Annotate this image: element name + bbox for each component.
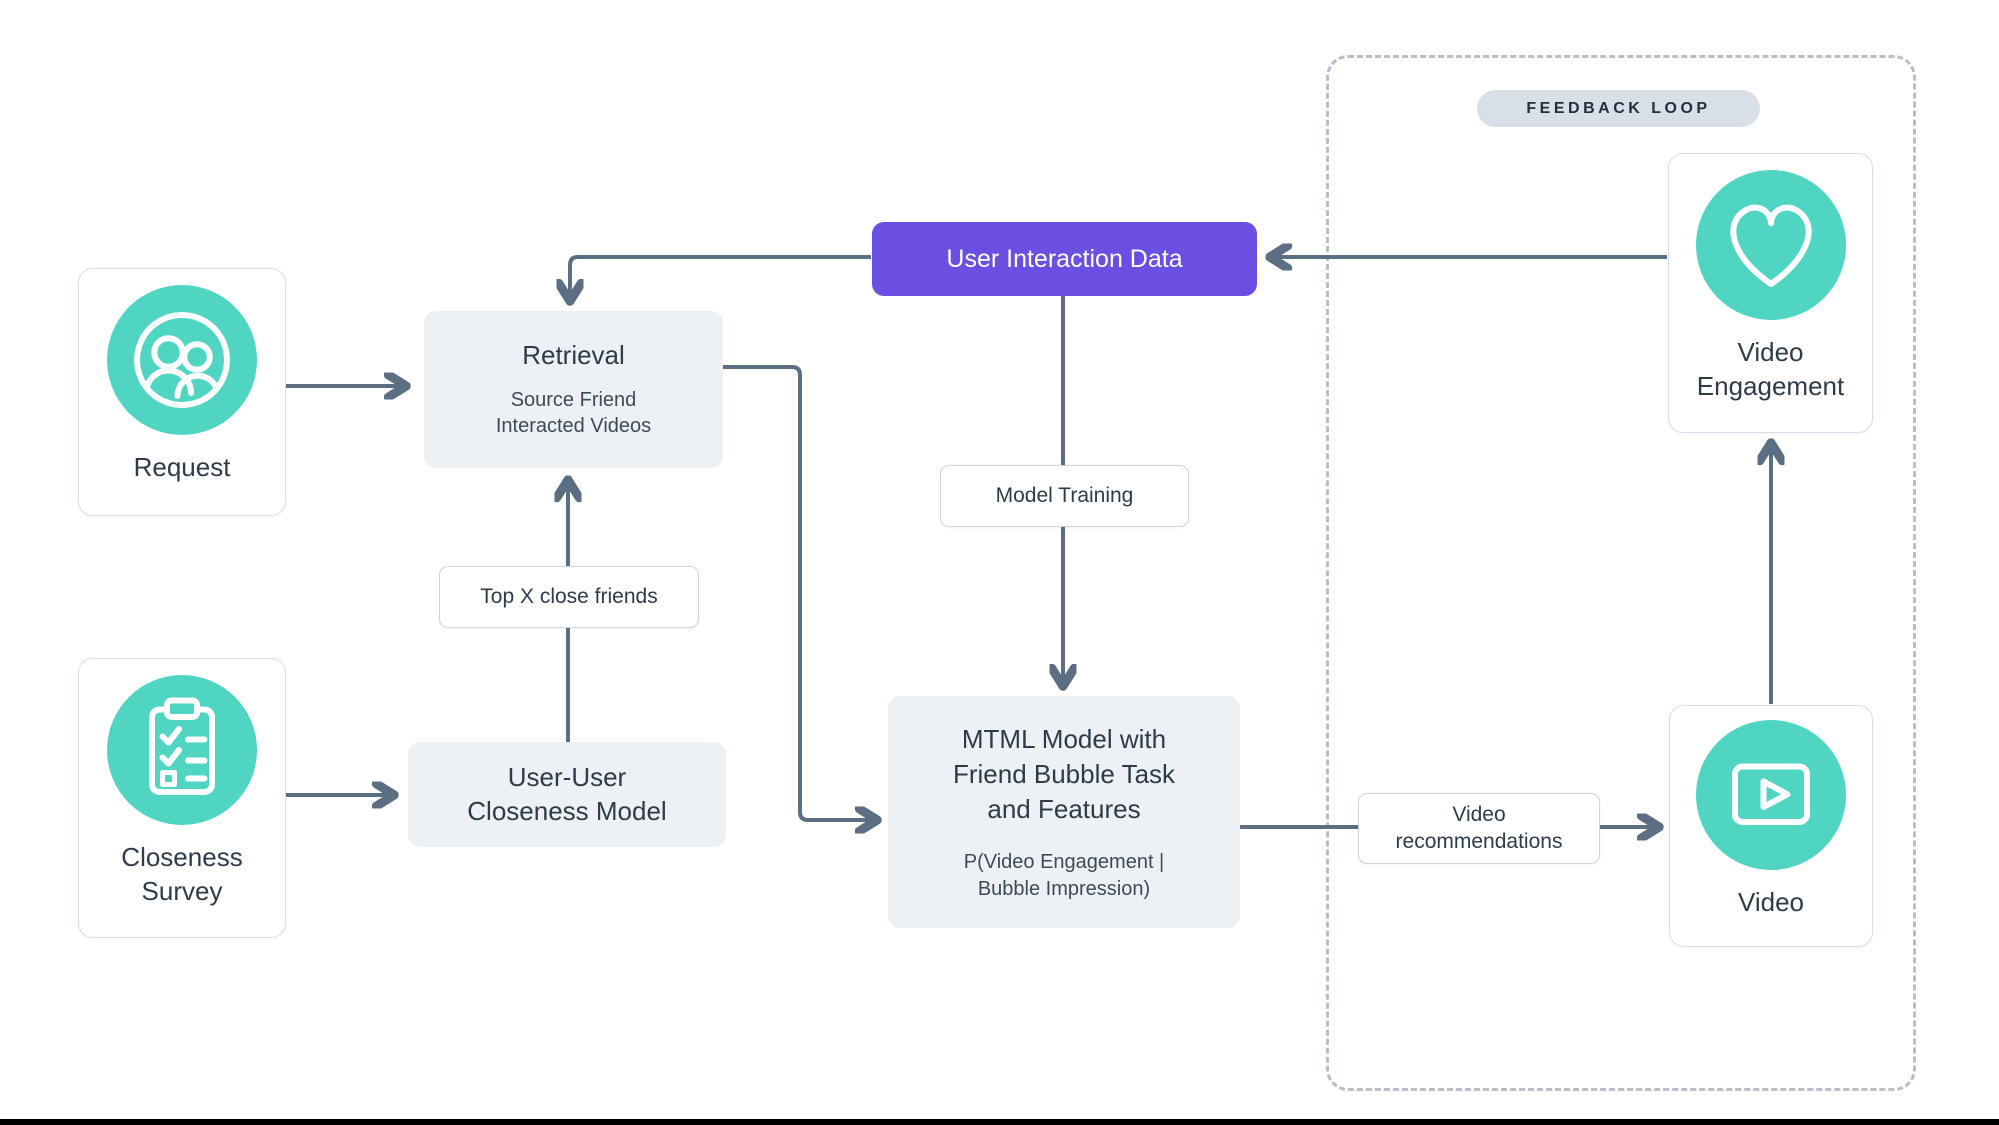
people-icon bbox=[107, 285, 257, 435]
user-user-closeness-model-node: User-User Closeness Model bbox=[408, 742, 726, 847]
request-card: Request bbox=[78, 268, 286, 516]
survey-checklist-icon bbox=[107, 675, 257, 825]
mtml-title: MTML Model with Friend Bubble Task and F… bbox=[952, 723, 1176, 825]
video-player-icon bbox=[1696, 720, 1846, 870]
uucm-title: User-User Closeness Model bbox=[467, 761, 667, 826]
video-label: Video bbox=[1737, 887, 1805, 917]
retrieval-subtitle: Source Friend Interacted Videos bbox=[495, 388, 652, 437]
top-x-close-friends-label: Top X close friends bbox=[439, 566, 699, 628]
video-engagement-card: Video Engagement bbox=[1668, 153, 1873, 433]
arrow-retrieval-to-mtml bbox=[723, 365, 875, 820]
model-training-label: Model Training bbox=[940, 465, 1189, 527]
feedback-loop-badge: FEEDBACK LOOP bbox=[1477, 90, 1760, 127]
mtml-subtitle: P(Video Engagement | Bubble Impression) bbox=[963, 851, 1165, 900]
heart-icon bbox=[1695, 170, 1846, 320]
feedback-loop-region bbox=[1326, 55, 1916, 1091]
video-recommendations-label: Video recommendations bbox=[1358, 793, 1600, 864]
bottom-edge-bar bbox=[0, 1119, 1999, 1125]
closeness-survey-card: Closeness Survey bbox=[78, 658, 286, 938]
closeness-survey-label: Closeness Survey bbox=[121, 842, 243, 906]
retrieval-title: Retrieval bbox=[522, 339, 625, 370]
video-engagement-label: Video Engagement bbox=[1696, 337, 1845, 401]
request-label: Request bbox=[133, 452, 231, 482]
retrieval-node: Retrieval Source Friend Interacted Video… bbox=[424, 311, 723, 468]
user-interaction-data-node: User Interaction Data bbox=[872, 222, 1257, 296]
video-card: Video bbox=[1669, 705, 1873, 947]
mtml-model-node: MTML Model with Friend Bubble Task and F… bbox=[888, 696, 1240, 928]
arrow-uid-to-retrieval bbox=[570, 255, 871, 299]
